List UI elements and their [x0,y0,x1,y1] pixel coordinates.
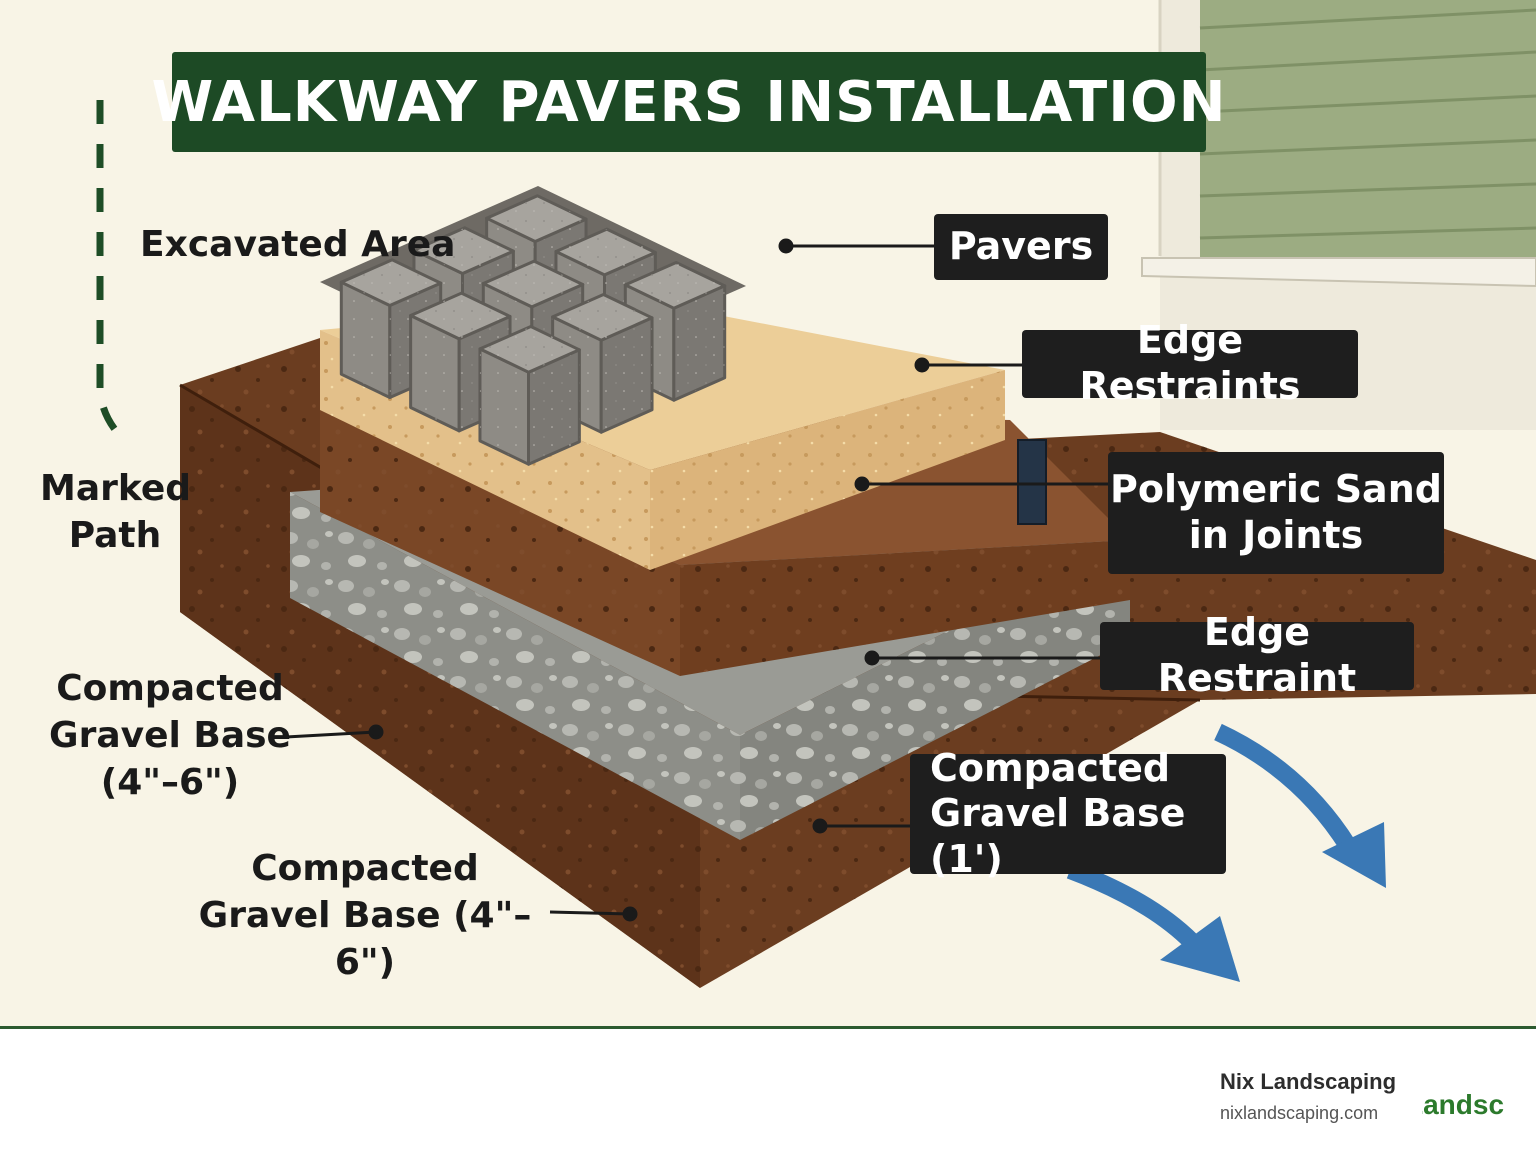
drainage-arrow-upper-head [1322,822,1386,888]
callout-polymeric-sand-text: Polymeric Sand in Joints [1110,467,1442,557]
paver-texture [673,285,725,401]
page-title: WALKWAY PAVERS INSTALLATION [151,69,1227,135]
paver-block [339,258,443,400]
paver-texture [486,195,587,242]
callout-edge-restraint: Edge Restraint [1100,610,1414,700]
paver-texture [479,348,529,465]
callout-compacted-gravel-1ft-text: Compacted Gravel Base (1') [930,745,1186,881]
callout-edge-restraint-text: Edge Restraint [1157,610,1357,700]
callout-pavers-text: Pavers [948,224,1094,269]
callout-edge-restraints: Edge Restraints [1022,318,1358,408]
label-compacted-gravel-left: Compacted Gravel Base (4"–6") [49,668,291,803]
paver-texture [341,259,441,306]
callout-edge-restraints-text: Edge Restraints [1079,318,1301,408]
title-banner: WALKWAY PAVERS INSTALLATION [151,52,1226,152]
leader-lines [285,238,1110,922]
paver-texture [483,261,583,307]
paver-texture [410,315,460,431]
footer: Nix Landscaping nixlandscaping.com Lands… [0,1026,1536,1154]
callout-compacted-gravel-1ft: Compacted Gravel Base (1') [910,746,1226,881]
callout-polymeric-sand: Polymeric Sand in Joints [1108,452,1444,574]
paver-texture [410,293,511,339]
footer-brand-name: Nix Landscaping [1220,1069,1397,1094]
drainage-arrow-lower-head [1160,916,1240,982]
label-compacted-gravel-bottom: Compacted Gravel Base (4"–6") [198,848,532,983]
label-excavated-area: Excavated Area [140,224,456,265]
footer-brand-url: nixlandscaping.com [1220,1103,1379,1123]
paver-texture [625,262,725,309]
paver-texture [555,229,656,275]
callout-pavers: Pavers [934,214,1108,280]
paver-texture [479,326,580,373]
paver-texture [341,282,390,398]
paver-texture [413,227,514,274]
paver-texture [601,317,653,433]
paver-texture [552,294,653,341]
label-marked-path: Marked Path [40,468,192,556]
paver-grid [320,186,746,466]
drainage-arrows [1066,723,1386,982]
paver-block [478,324,581,466]
drainage-arrow-lower [1066,861,1199,949]
paver-texture [528,349,580,465]
edge-restraint-plate [1017,439,1047,525]
marked-path-line [96,100,127,443]
footer-logo: Landscaping [1422,1089,1504,1123]
drainage-arrow-upper [1214,723,1356,851]
footer-logo-text: Landscaping [1422,1089,1504,1120]
